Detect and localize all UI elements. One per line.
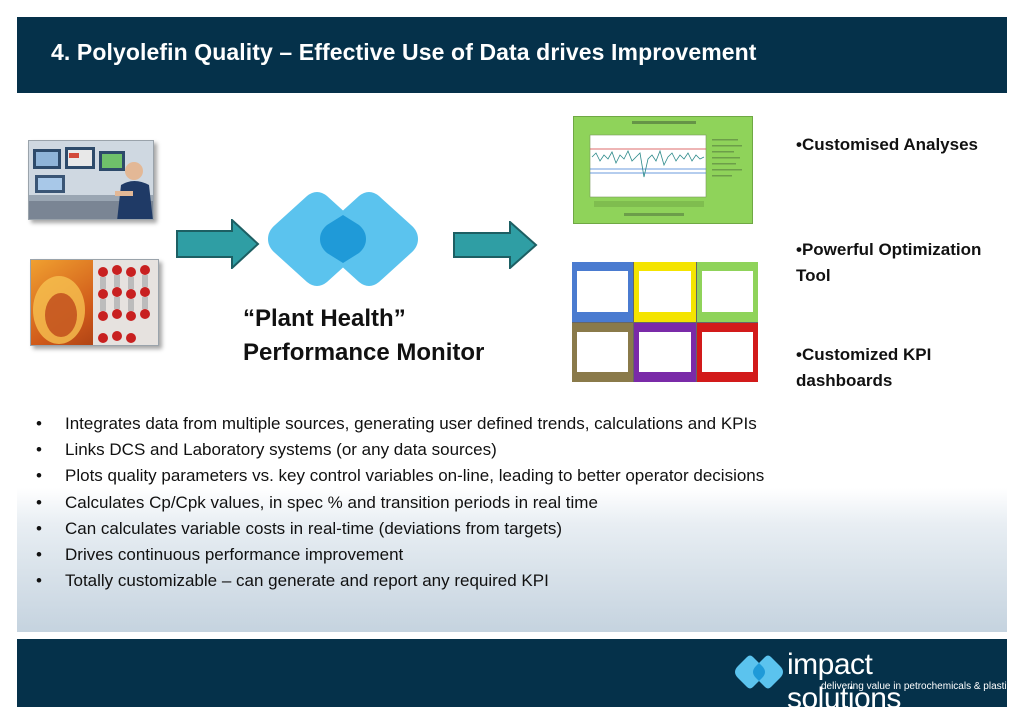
- arrow-right-icon: [453, 221, 538, 269]
- bullet-background-band: [17, 488, 1007, 632]
- list-item: •Drives continuous performance improveme…: [36, 545, 404, 565]
- kpi-dashboard-thumbnail: [572, 262, 758, 382]
- dashboard-tile: [634, 262, 696, 322]
- plant-health-logo-icon: [268, 192, 418, 286]
- brand-logo: impact solutions delivering value in pet…: [733, 648, 1017, 715]
- feature-optimization-tool: •Powerful Optimization Tool: [796, 240, 982, 285]
- dashboard-tile: [634, 322, 696, 382]
- control-room-photo: [28, 140, 154, 220]
- dashboard-tile: [572, 322, 634, 382]
- feature-customised-analyses: •Customised Analyses: [796, 135, 978, 154]
- list-item: •Calculates Cp/Cpk values, in spec % and…: [36, 492, 598, 512]
- list-item: •Integrates data from multiple sources, …: [36, 414, 757, 433]
- analysis-chart-thumbnail: [573, 116, 753, 224]
- benefits-list: •Integrates data from multiple sources, …: [36, 411, 996, 594]
- slide-title: 4. Polyolefin Quality – Effective Use of…: [51, 39, 757, 65]
- list-item: •Links DCS and Laboratory systems (or an…: [36, 440, 497, 460]
- dashboard-tile: [696, 322, 758, 382]
- laboratory-photo: [30, 259, 159, 346]
- brand-tagline: delivering value in petrochemicals & pla…: [821, 681, 1017, 692]
- arrow-right-icon: [176, 219, 260, 269]
- list-item: •Totally customizable – can generate and…: [36, 571, 549, 591]
- dashboard-tile: [696, 262, 758, 322]
- monitor-caption: “Plant Health” Performance Monitor: [243, 302, 543, 370]
- title-bar: 4. Polyolefin Quality – Effective Use of…: [17, 17, 1007, 93]
- list-item: •Can calculates variable costs in real-t…: [36, 518, 562, 538]
- footer-bar: [17, 639, 1007, 707]
- brand-name: impact solutions: [787, 648, 901, 715]
- dashboard-tile: [572, 262, 634, 322]
- monitor-caption-line2: Performance Monitor: [243, 339, 485, 366]
- feature-kpi-dashboards: •Customized KPI dashboards: [796, 345, 932, 390]
- monitor-caption-line1: “Plant Health”: [243, 305, 406, 332]
- list-item: •Plots quality parameters vs. key contro…: [36, 466, 765, 486]
- impact-solutions-logo-icon: [735, 655, 783, 689]
